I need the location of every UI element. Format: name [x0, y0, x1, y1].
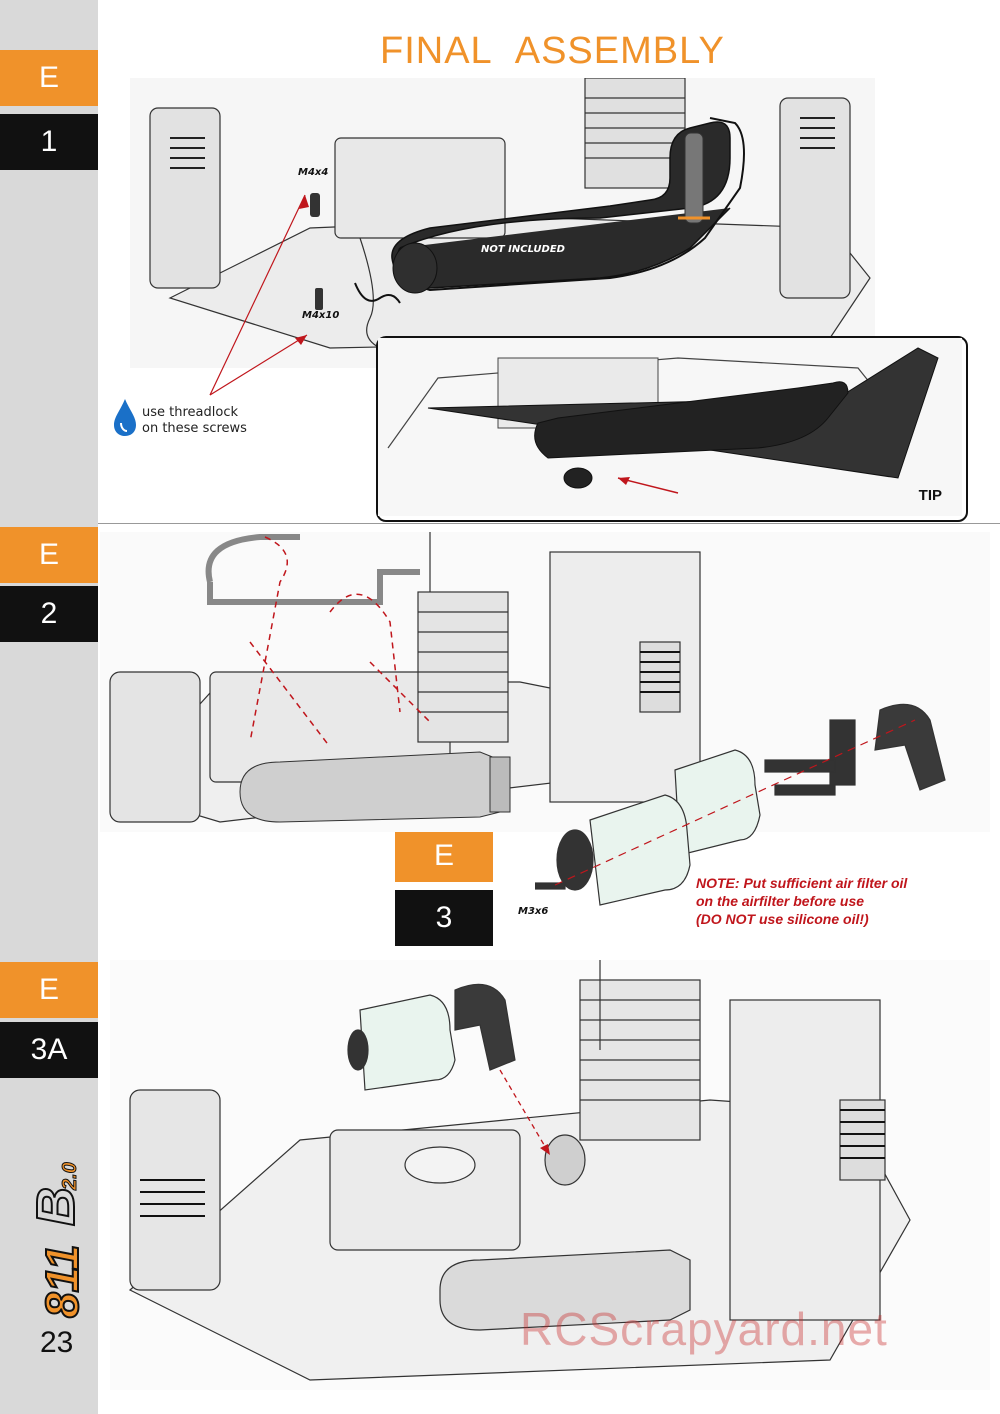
sidebar	[0, 0, 98, 1414]
step-e1-number: 1	[0, 114, 98, 170]
tip-label: TIP	[918, 487, 942, 504]
page-number: 23	[40, 1326, 74, 1359]
tip-drawing	[378, 338, 962, 516]
logo-letter: B	[30, 1187, 86, 1226]
threadlock-instruction: use threadlock on these screws	[142, 405, 247, 437]
air-filter-exploded	[535, 703, 946, 906]
logo-sub: 2.0	[59, 1162, 81, 1191]
note-line-1: NOTE: Put sufficient air filter oil	[696, 875, 908, 891]
step-e1-letter: E	[0, 50, 98, 106]
threadlock-leader-lines	[209, 194, 309, 396]
pipe-not-included-label: NOT INCLUDED	[481, 244, 565, 255]
screw-m4x10-label: M4x10	[302, 310, 340, 321]
step-e2-number: 2	[0, 586, 98, 642]
screw-m4x4-label: M4x4	[298, 167, 329, 178]
note-line-3: (DO NOT use silicone oil!)	[696, 911, 869, 927]
chassis-drawing-e3a	[110, 960, 990, 1390]
tip-box: TIP	[376, 336, 968, 522]
threadlock-drop-icon	[114, 399, 136, 436]
step-e3-number: 3	[395, 890, 493, 946]
step-e3a-letter: E	[0, 962, 98, 1018]
logo-text: 811	[36, 1245, 88, 1318]
b811-logo: 811 B 2.0	[25, 1100, 94, 1320]
screw-m3x6-label: M3x6	[518, 906, 549, 917]
air-filter-note: NOTE: Put sufficient air filter oil on t…	[696, 874, 986, 928]
threadlock-line-2: on these screws	[142, 421, 247, 436]
page-title: FINAL ASSEMBLY	[380, 30, 725, 72]
step-e3-letter: E	[395, 830, 493, 882]
step-e2-letter: E	[0, 527, 98, 583]
threadlock-line-1: use threadlock	[142, 405, 238, 420]
b811-logo-graphic: 811 B 2.0	[25, 1162, 89, 1319]
step-e3a-number: 3A	[0, 1022, 98, 1078]
note-line-2: on the airfilter before use	[696, 893, 865, 909]
chassis-drawing-e2	[100, 532, 990, 832]
watermark: RCScrapyard.net	[520, 1303, 888, 1355]
section-divider	[98, 523, 1000, 524]
chassis-drawing-e1	[130, 78, 875, 368]
